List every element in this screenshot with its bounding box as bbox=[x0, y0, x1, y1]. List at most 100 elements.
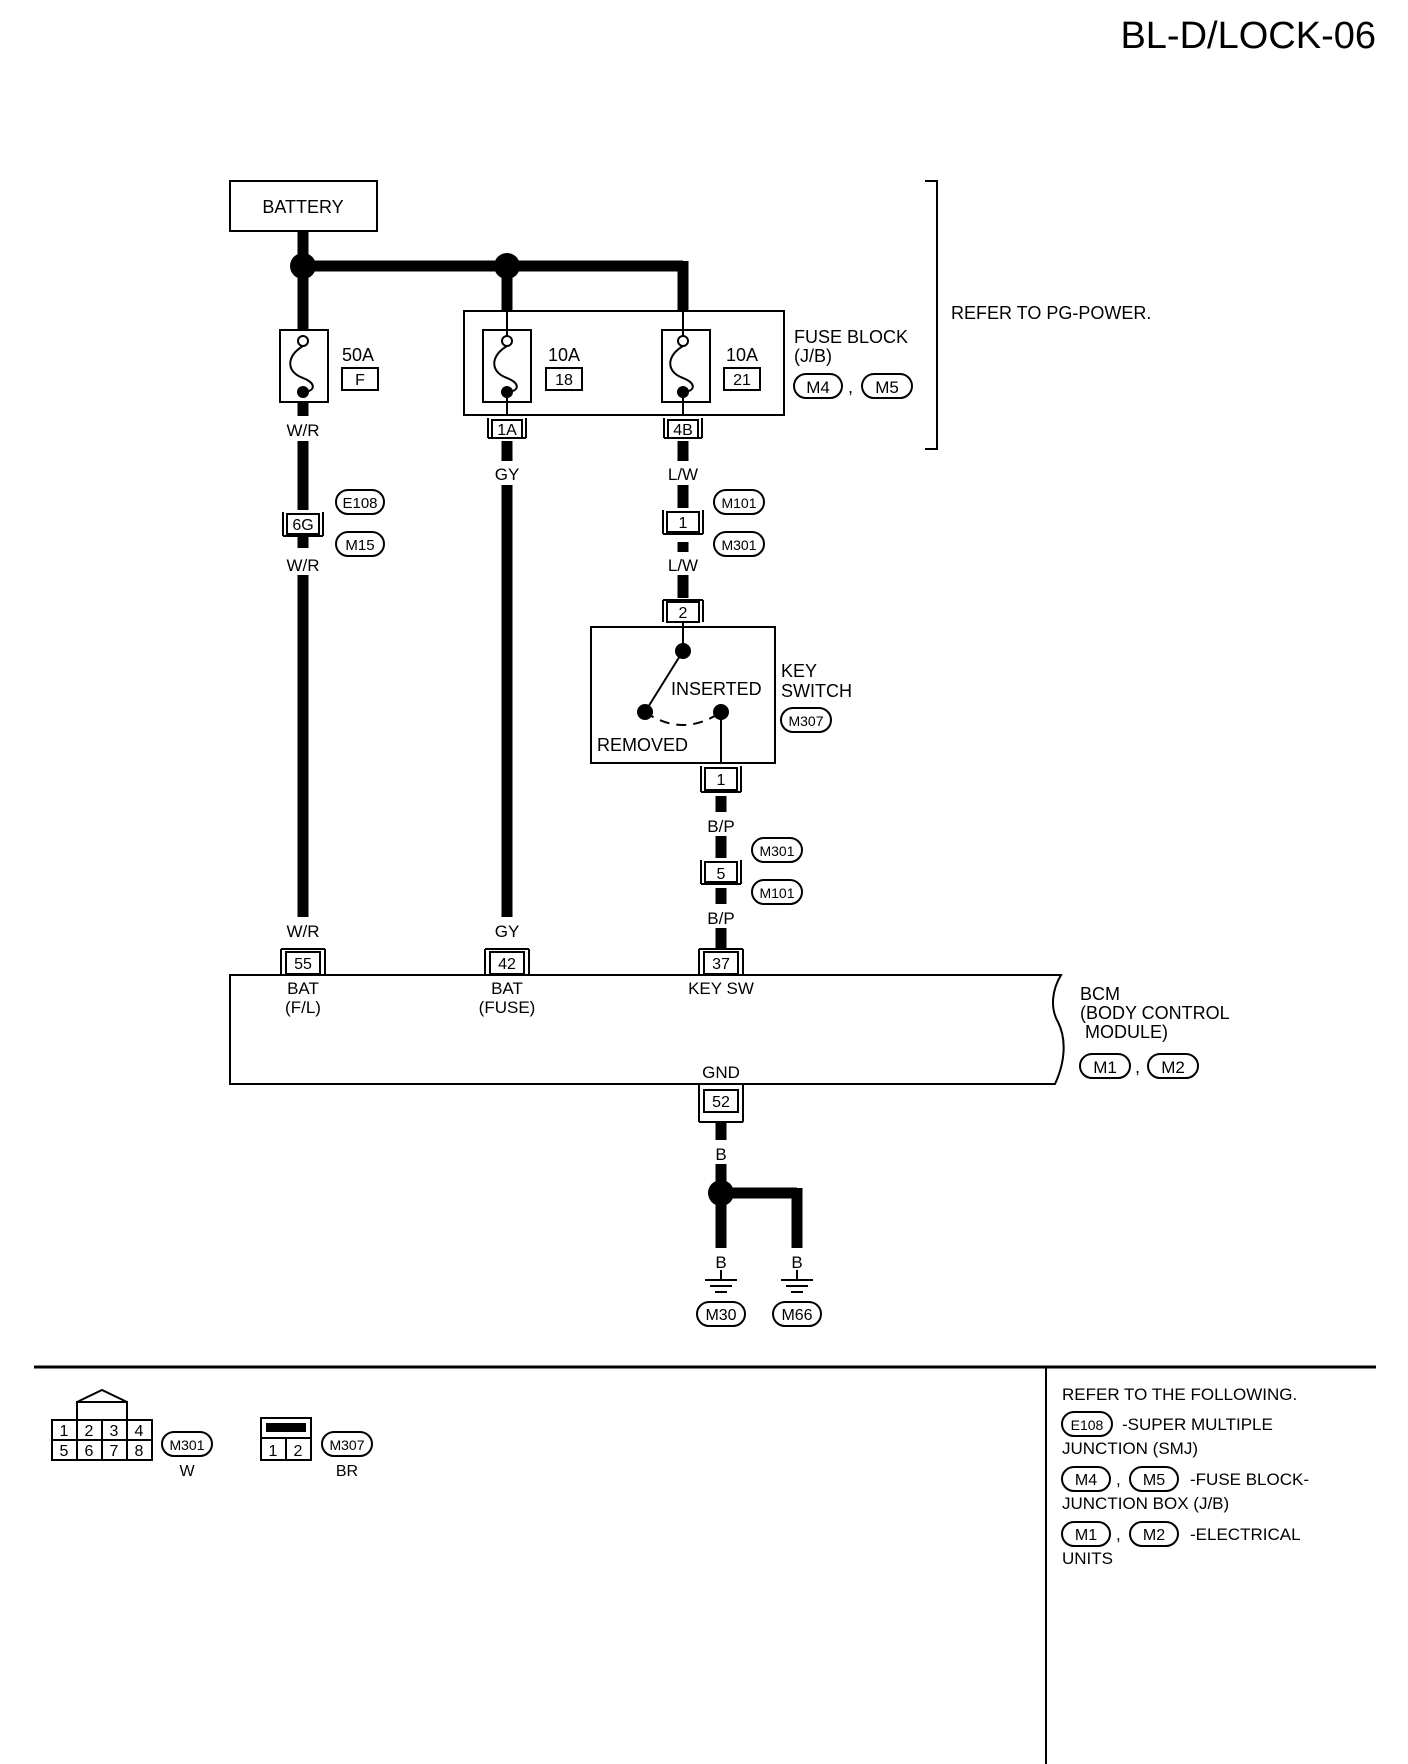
smj-pin: 6G bbox=[292, 517, 313, 534]
bp-joint-conn-1: M301 bbox=[759, 843, 794, 859]
bp-joint-conn-2: M101 bbox=[759, 885, 794, 901]
bcm-pin-42: 42 bbox=[498, 956, 516, 973]
refer-fuse-block: -FUSE BLOCK- bbox=[1190, 1470, 1309, 1489]
refer-sep-1: , bbox=[1116, 1470, 1121, 1489]
bcm-label-3: MODULE) bbox=[1085, 1022, 1168, 1042]
m301-pin-8: 8 bbox=[135, 1443, 144, 1460]
refer-following: REFER TO THE FOLLOWING. E108 -SUPER MULT… bbox=[1061, 1385, 1309, 1568]
fusible-link-amp: 50A bbox=[342, 345, 374, 365]
wire-labels: W/R GY L/W W/R L/W B/P B/P W/R GY B B B bbox=[286, 421, 802, 1272]
ground-m30: M30 bbox=[696, 1270, 746, 1327]
battery: BATTERY bbox=[229, 180, 378, 232]
bcm-conn-1: M1 bbox=[1093, 1058, 1117, 1077]
fuse-21-id: 21 bbox=[733, 372, 751, 389]
lw-joint-conn-2: M301 bbox=[721, 537, 756, 553]
bcm-conn-2: M2 bbox=[1161, 1058, 1185, 1077]
bcm-pin-55: 55 bbox=[294, 956, 312, 973]
ground-m66: M66 bbox=[772, 1270, 822, 1327]
smj-joint-connector: 6G E108 M15 bbox=[282, 489, 385, 557]
fuse-block: 10A 18 10A 21 FUSE BLOCK (J/B) M4 , M5 1… bbox=[463, 310, 913, 439]
m301-pin-5: 5 bbox=[60, 1443, 69, 1460]
m301-color: W bbox=[179, 1463, 195, 1480]
fuse-block-sep: , bbox=[848, 377, 853, 397]
wire-label-lw-1: L/W bbox=[668, 465, 698, 484]
wire-label-gy-1: GY bbox=[495, 465, 520, 484]
m307-conn: M307 bbox=[329, 1437, 364, 1453]
key-switch-conn: M307 bbox=[788, 713, 823, 729]
fuse-block-conn-2: M5 bbox=[875, 378, 899, 397]
m301-pin-6: 6 bbox=[85, 1443, 94, 1460]
bcm-pin-37-name: KEY SW bbox=[688, 979, 754, 998]
m301-conn: M301 bbox=[169, 1437, 204, 1453]
bcm-pin-42-name: BAT bbox=[491, 979, 523, 998]
lw-joint-pin: 1 bbox=[679, 515, 688, 532]
wire-label-b-1: B bbox=[715, 1145, 726, 1164]
wire-label-bp-1: B/P bbox=[707, 817, 734, 836]
jb-terminal-4b: 4B bbox=[673, 422, 693, 439]
wire-label-b-2: B bbox=[715, 1253, 726, 1272]
ground-m30-label: M30 bbox=[705, 1307, 736, 1324]
fusible-link-id: F bbox=[355, 372, 365, 389]
bcm-pin-55-name: BAT bbox=[287, 979, 319, 998]
fuse-block-label-jb: (J/B) bbox=[794, 346, 832, 366]
m307-color: BR bbox=[336, 1463, 358, 1480]
refer-m4: M4 bbox=[1075, 1472, 1097, 1489]
key-switch-removed: REMOVED bbox=[597, 735, 688, 755]
refer-pg-power: REFER TO PG-POWER. bbox=[951, 303, 1151, 323]
splices bbox=[290, 253, 734, 1206]
bcm-pin-37: 37 bbox=[712, 956, 730, 973]
smj-conn-2: M15 bbox=[345, 537, 374, 554]
ground-m66-label: M66 bbox=[781, 1307, 812, 1324]
wire-label-wr-3: W/R bbox=[286, 922, 319, 941]
wire-label-b-3: B bbox=[791, 1253, 802, 1272]
bp-joint-pin: 5 bbox=[717, 866, 726, 883]
refer-electrical: -ELECTRICAL bbox=[1190, 1525, 1301, 1544]
refer-e108: E108 bbox=[1071, 1417, 1104, 1433]
m307-pin-1: 1 bbox=[269, 1443, 278, 1460]
bcm-pin-55-name-2: (F/L) bbox=[285, 998, 321, 1017]
bcm-gnd-label: GND bbox=[702, 1063, 740, 1082]
jb-terminal-1a: 1A bbox=[497, 422, 517, 439]
smj-conn-1: E108 bbox=[342, 495, 377, 512]
lw-joint-conn-1: M101 bbox=[721, 495, 756, 511]
battery-label: BATTERY bbox=[262, 197, 343, 217]
key-switch-pin-bottom: 1 bbox=[717, 772, 726, 789]
fuse-18-amp: 10A bbox=[548, 345, 580, 365]
m301-pin-7: 7 bbox=[110, 1443, 119, 1460]
wire-label-gy-2: GY bbox=[495, 922, 520, 941]
key-switch-label: KEY bbox=[781, 661, 817, 681]
refer-electrical-2: UNITS bbox=[1062, 1549, 1113, 1568]
refer-heading: REFER TO THE FOLLOWING. bbox=[1062, 1385, 1297, 1404]
wire-label-lw-2: L/W bbox=[668, 556, 698, 575]
refer-fuse-block-2: JUNCTION BOX (J/B) bbox=[1062, 1494, 1229, 1513]
m307-pin-2: 2 bbox=[294, 1443, 303, 1460]
bcm-sep: , bbox=[1135, 1057, 1140, 1077]
bp-joint-connector: 5 M301 M101 bbox=[700, 837, 803, 905]
m301-pin-4: 4 bbox=[135, 1423, 144, 1440]
m301-pin-2: 2 bbox=[85, 1423, 94, 1440]
fuse-21-amp: 10A bbox=[726, 345, 758, 365]
wire-label-wr-1: W/R bbox=[286, 421, 319, 440]
m301-pin-3: 3 bbox=[110, 1423, 119, 1440]
wire-label-wr-2: W/R bbox=[286, 556, 319, 575]
fuse-18-id: 18 bbox=[555, 372, 573, 389]
fusible-link-50a: 50A F bbox=[279, 329, 379, 403]
refer-smj: -SUPER MULTIPLE bbox=[1122, 1415, 1273, 1434]
key-switch-label-2: SWITCH bbox=[781, 681, 852, 701]
refer-m2: M2 bbox=[1143, 1527, 1165, 1544]
m301-pin-1: 1 bbox=[60, 1423, 69, 1440]
bcm: 55 BAT (F/L) 42 BAT (FUSE) 37 KEY SW GND… bbox=[229, 948, 1230, 1123]
key-switch-pin-top: 2 bbox=[679, 605, 688, 622]
refer-sep-2: , bbox=[1116, 1525, 1121, 1544]
refer-m1: M1 bbox=[1075, 1527, 1097, 1544]
bcm-label-2: (BODY CONTROL bbox=[1080, 1003, 1230, 1023]
lw-joint-connector: 1 M101 M301 bbox=[662, 489, 765, 557]
bcm-label: BCM bbox=[1080, 984, 1120, 1004]
bcm-pin-52: 52 bbox=[712, 1094, 730, 1111]
fuse-block-conn-1: M4 bbox=[806, 378, 830, 397]
bcm-pin-42-name-2: (FUSE) bbox=[479, 998, 536, 1017]
connector-face-m307: 1 2 M307 BR bbox=[260, 1417, 373, 1480]
refer-pg-bracket: REFER TO PG-POWER. bbox=[925, 180, 1151, 450]
page-code: BL-D/LOCK-06 bbox=[1120, 15, 1376, 57]
